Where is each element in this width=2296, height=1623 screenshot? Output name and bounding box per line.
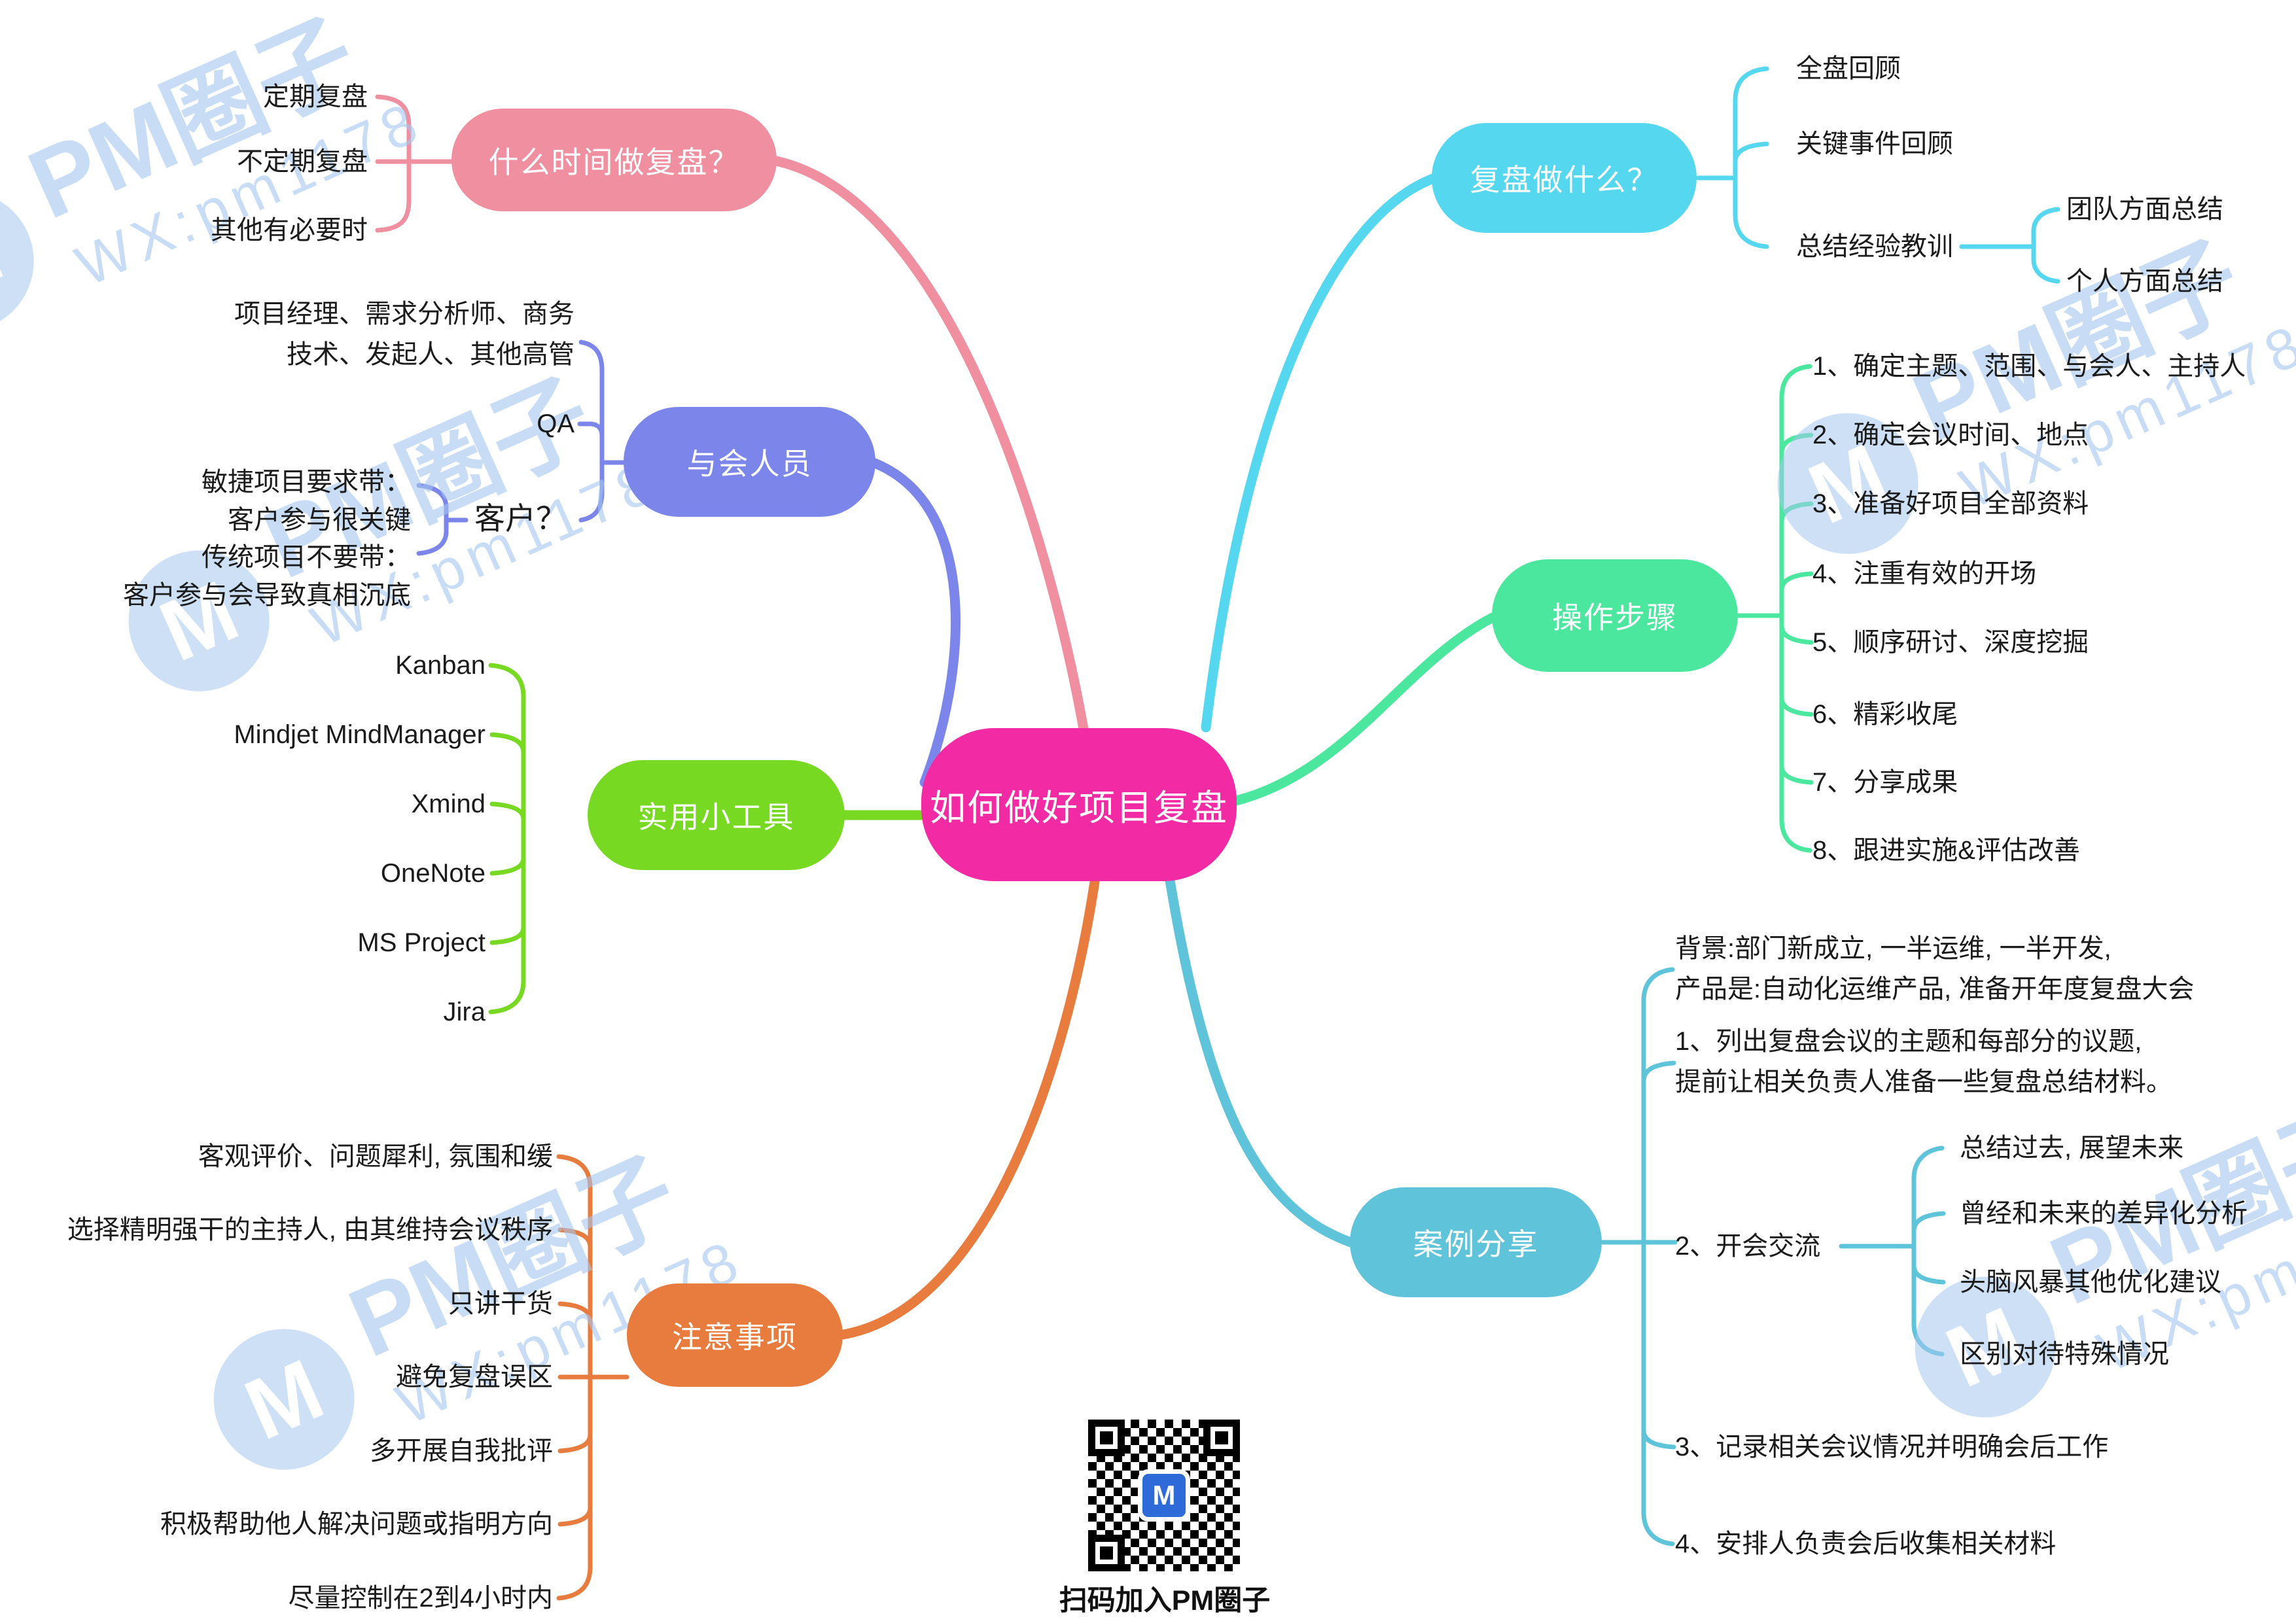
note-self-criticism[interactable]: 多开展自我批评 [370,1437,553,1465]
tool-jira[interactable]: Jira [443,998,486,1026]
when-child-other[interactable]: 其他有必要时 [211,216,368,245]
branch-notes[interactable]: 注意事项 [627,1283,843,1387]
case-step-3[interactable]: 3、记录相关会议情况并明确会后工作 [1675,1433,2109,1461]
note-time-limit[interactable]: 尽量控制在2到4小时内 [288,1584,554,1613]
meeting-child-special[interactable]: 区别对待特殊情况 [1960,1340,2169,1369]
branch-when[interactable]: 什么时间做复盘？ [451,109,777,211]
center-to-case-link [1165,875,1356,1248]
central-topic[interactable]: 如何做好项目复盘 [921,728,1237,881]
branch-steps[interactable]: 操作步骤 [1492,559,1738,672]
note-objective[interactable]: 客观评价、问题犀利, 氛围和缓 [198,1142,553,1171]
step-6[interactable]: 6、精彩收尾 [1812,700,1958,729]
note-avoid-trap[interactable]: 避免复盘误区 [396,1363,553,1391]
center-to-when-link [771,156,1089,734]
qr-finder-icon [1088,1420,1125,1456]
qr-finder-icon [1088,1535,1125,1571]
case-background[interactable]: 背景:部门新成立, 一半运维, 一半开发, 产品是:自动化运维产品, 准备开年度… [1675,934,2195,1003]
what-child-full-review[interactable]: 全盘回顾 [1796,54,1901,83]
step-5[interactable]: 5、顺序研讨、深度挖掘 [1812,628,2089,657]
meeting-child-summary[interactable]: 总结过去, 展望未来 [1960,1134,2184,1162]
case-step-4[interactable]: 4、安排人负责会后收集相关材料 [1675,1529,2057,1558]
steps-branch-connectors [1736,364,1814,853]
tool-onenote[interactable]: OneNote [380,859,486,888]
what-child-key-events[interactable]: 关键事件回顾 [1796,130,1953,158]
branch-case[interactable]: 案例分享 [1350,1187,1602,1297]
what-branch-connectors [1695,66,2060,284]
center-to-steps-link [1231,612,1498,806]
when-branch-connectors [375,94,454,233]
tool-msproject[interactable]: MS Project [357,928,486,957]
note-help-others[interactable]: 积极帮助他人解决问题或指明方向 [160,1510,553,1539]
tool-mindmanager[interactable]: Mindjet MindManager [234,720,486,749]
step-4[interactable]: 4、注重有效的开场 [1812,559,2037,588]
case-branch-connectors [1600,967,1946,1546]
center-to-people-link [870,458,961,788]
case-step-1[interactable]: 1、列出复盘会议的主题和每部分的议题, 提前让相关负责人准备一些复盘总结材料。 [1675,1027,2172,1096]
step-8[interactable]: 8、跟进实施&评估改善 [1812,836,2080,865]
tools-branch-connectors [488,663,526,1015]
when-child-regular[interactable]: 定期复盘 [263,82,368,111]
lessons-child-personal[interactable]: 个人方面总结 [2066,267,2223,296]
tool-kanban[interactable]: Kanban [395,651,486,680]
center-to-notes-link [838,877,1100,1340]
branch-what[interactable]: 复盘做什么？ [1432,123,1697,233]
step-2[interactable]: 2、确定会议时间、地点 [1812,421,2089,449]
notes-branch-connectors [556,1154,629,1601]
when-child-irregular[interactable]: 不定期复盘 [237,147,368,176]
people-child-customer[interactable]: 客户？ [474,501,567,536]
step-3[interactable]: 3、准备好项目全部资料 [1812,489,2089,518]
pm-circle-logo-icon: M [1138,1469,1190,1522]
qr-caption: 扫码加入PM圈子 [1059,1585,1271,1616]
note-host[interactable]: 选择精明强干的主持人, 由其维持会议秩序 [67,1215,553,1244]
people-branch-connectors [416,340,626,556]
case-step-2-meeting[interactable]: 2、开会交流 [1675,1232,1821,1261]
qr-code: M [1088,1420,1240,1571]
meeting-child-diff[interactable]: 曾经和未来的差异化分析 [1960,1199,2248,1228]
tool-xmind[interactable]: Xmind [411,790,486,818]
note-substance[interactable]: 只讲干货 [448,1289,553,1318]
meeting-child-brainstorm[interactable]: 头脑风暴其他优化建议 [1960,1268,2221,1297]
customer-child-traditional[interactable]: 传统项目不要带： 客户参与会导致真相沉底 [123,543,411,610]
what-child-lessons[interactable]: 总结经验教训 [1796,232,1953,261]
people-child-qa[interactable]: QA [537,410,574,438]
branch-tools[interactable]: 实用小工具 [588,760,845,870]
step-1[interactable]: 1、确定主题、范围、与会人、主持人 [1812,352,2246,381]
lessons-child-team[interactable]: 团队方面总结 [2066,195,2223,224]
step-7[interactable]: 7、分享成果 [1812,768,1958,797]
branch-people[interactable]: 与会人员 [624,407,875,517]
qr-finder-icon [1203,1420,1240,1456]
customer-child-agile[interactable]: 敏捷项目要求带： 客户参与很关键 [202,468,411,534]
people-child-roles[interactable]: 项目经理、需求分析师、商务 技术、发起人、其他高管 [234,300,574,369]
center-to-what-link [1201,173,1438,733]
